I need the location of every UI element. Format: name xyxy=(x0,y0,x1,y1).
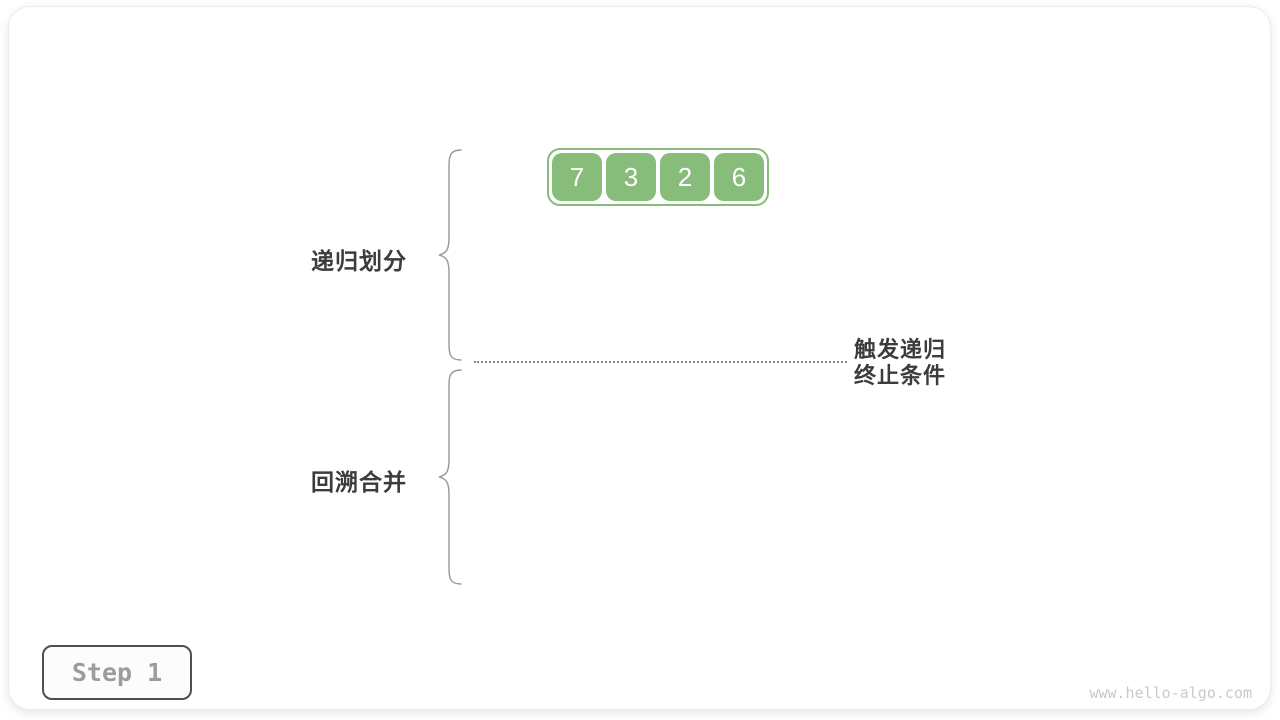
termination-condition-label: 触发递归 终止条件 xyxy=(854,337,946,389)
array-cell: 3 xyxy=(606,153,656,201)
array-container: 7 3 2 6 xyxy=(547,148,769,206)
divide-phase-label: 递归划分 xyxy=(311,248,407,274)
step-badge: Step 1 xyxy=(42,645,192,700)
array-cell: 2 xyxy=(660,153,710,201)
array-cell: 7 xyxy=(552,153,602,201)
array-cell: 6 xyxy=(714,153,764,201)
figure-card: 7 3 2 6 递归划分 回溯合并 触发递归 终止条件 Step 1 www.h… xyxy=(8,6,1271,710)
curly-brace-divide-icon xyxy=(436,149,464,366)
watermark: www.hello-algo.com xyxy=(1089,684,1252,702)
termination-condition-line2: 终止条件 xyxy=(854,363,947,388)
curly-brace-merge-icon xyxy=(436,369,464,590)
termination-condition-line1: 触发递归 xyxy=(854,337,947,362)
merge-phase-label: 回溯合并 xyxy=(311,469,407,495)
recursion-boundary-dotted-line xyxy=(474,361,847,363)
